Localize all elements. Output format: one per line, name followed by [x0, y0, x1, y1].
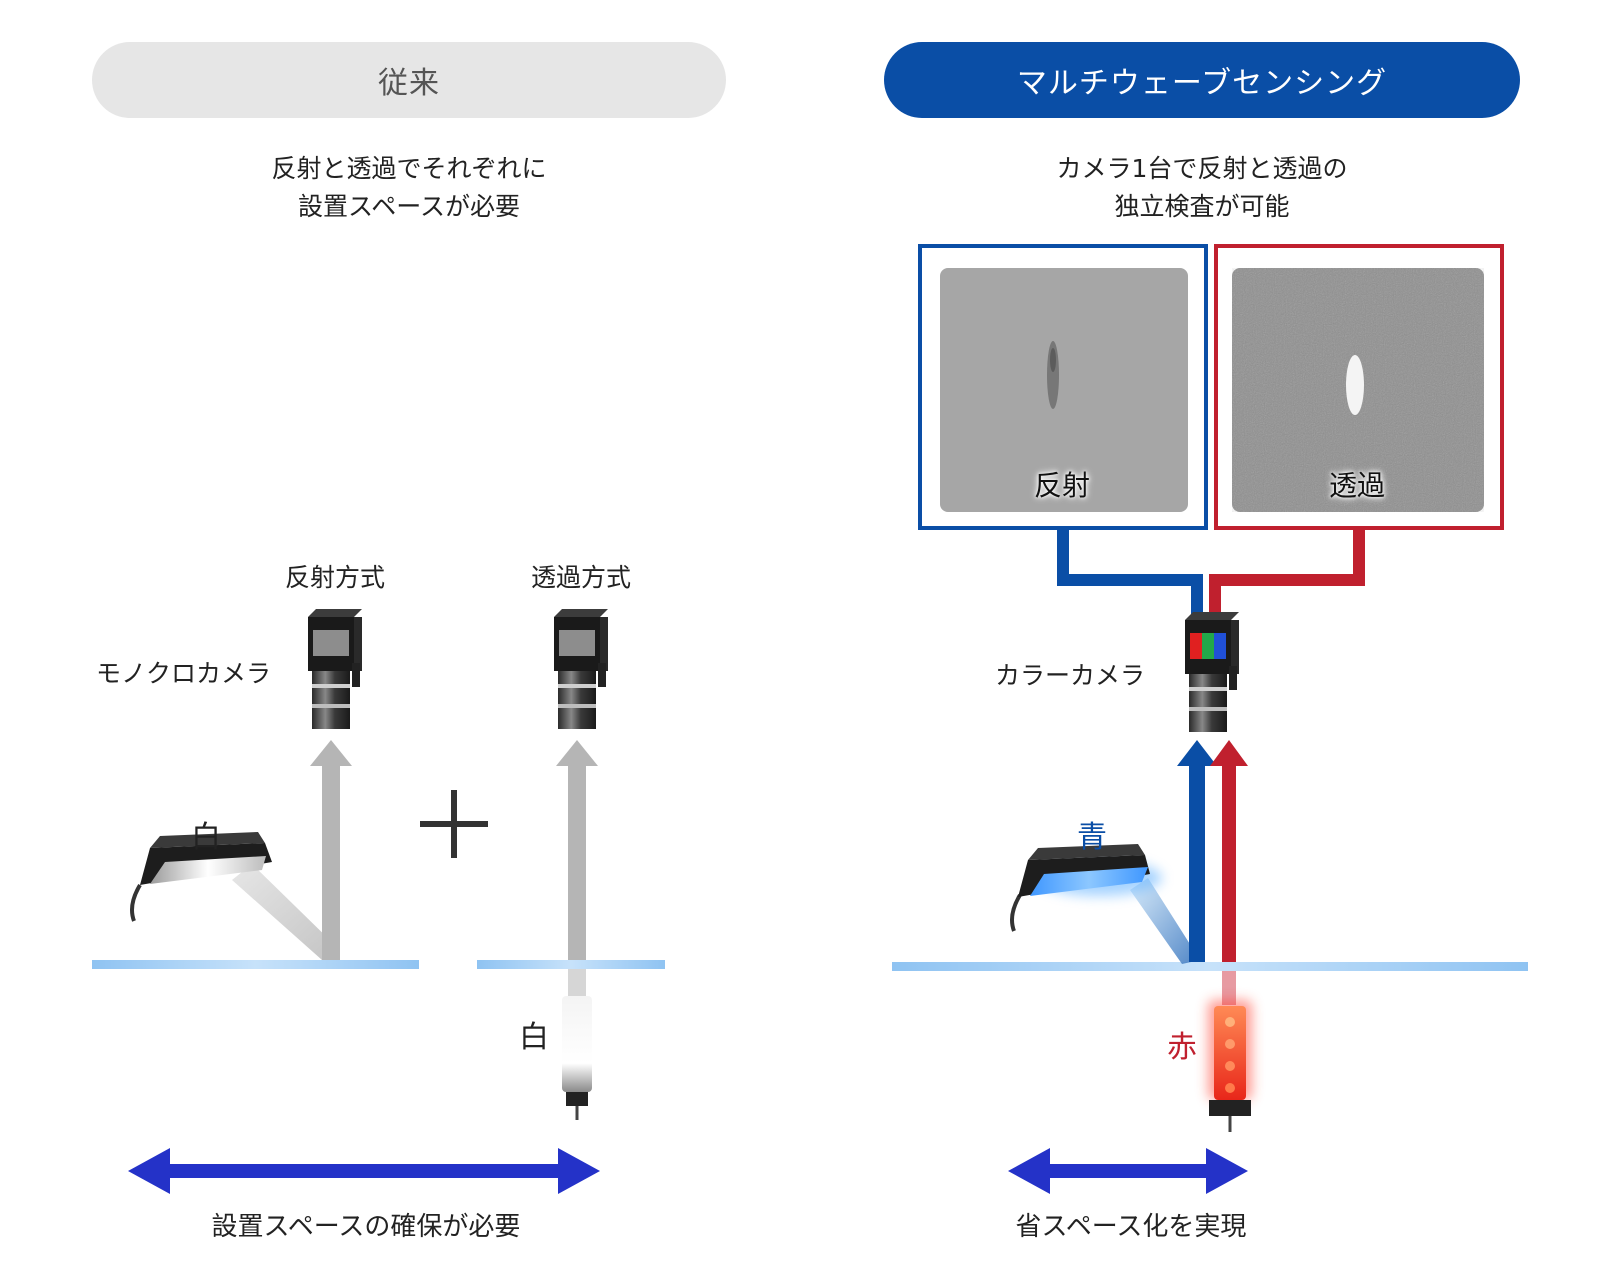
color-camera-label: カラーカメラ [994, 661, 1146, 690]
glass-plate-multiwave [892, 962, 1528, 971]
white-light-label-bottom: 白 [519, 1020, 549, 1055]
multiwave-subtitle-line2: 独立検査が可能 [1114, 192, 1290, 221]
blue-bar-light [1010, 844, 1162, 932]
arrow-reflection-gray [310, 740, 352, 960]
plus-icon [420, 790, 488, 858]
conventional-footer: 設置スペースの確保が必要 [211, 1212, 521, 1242]
incident-beam-blue [1130, 878, 1200, 964]
arrow-reflection-blue [1177, 740, 1217, 962]
mono-camera-transmission [554, 609, 608, 729]
multiwave-footer: 省スペース化を実現 [1015, 1212, 1247, 1242]
mono-camera-reflection [308, 609, 362, 729]
transmission-method-label: 透過方式 [530, 563, 632, 592]
blue-light-label: 青 [1077, 820, 1107, 855]
transmission-sample-image [1232, 268, 1484, 512]
incident-beam-white [232, 864, 340, 960]
connector-red [1209, 528, 1365, 622]
white-light-label-top: 白 [191, 820, 221, 855]
conventional-header: 従来 [92, 42, 726, 118]
multiwave-subtitle-line1: カメラ1台で反射と透過の [1056, 154, 1348, 183]
glass-plate-transmission [477, 960, 665, 969]
conventional-subtitle-line1: 反射と透過でそれぞれに [271, 154, 547, 183]
reflection-sample-image [940, 268, 1188, 512]
space-double-arrow-left [128, 1148, 600, 1194]
arrow-transmission-red [1210, 740, 1248, 1005]
glass-plate-reflection [92, 960, 419, 969]
multiwave-header: マルチウェーブセンシング [884, 42, 1520, 118]
transmission-image-caption: 透過 [1328, 469, 1386, 502]
reflection-image-caption: 反射 [1033, 469, 1091, 502]
white-bar-light [130, 832, 272, 922]
white-bottom-light [562, 996, 592, 1120]
reflection-method-label: 反射方式 [284, 563, 386, 592]
arrow-transmission-gray [556, 740, 598, 999]
conventional-subtitle: 反射と透過でそれぞれに 設置スペースが必要 [92, 150, 726, 226]
red-bottom-light [1208, 1000, 1252, 1132]
conventional-subtitle-line2: 設置スペースが必要 [297, 192, 520, 221]
connector-blue [1057, 528, 1203, 622]
red-light-label: 赤 [1167, 1030, 1197, 1065]
color-camera [1185, 612, 1239, 732]
multiwave-subtitle: カメラ1台で反射と透過の 独立検査が可能 [884, 150, 1520, 226]
space-double-arrow-right [1008, 1148, 1248, 1194]
mono-camera-label: モノクロカメラ [96, 659, 272, 688]
